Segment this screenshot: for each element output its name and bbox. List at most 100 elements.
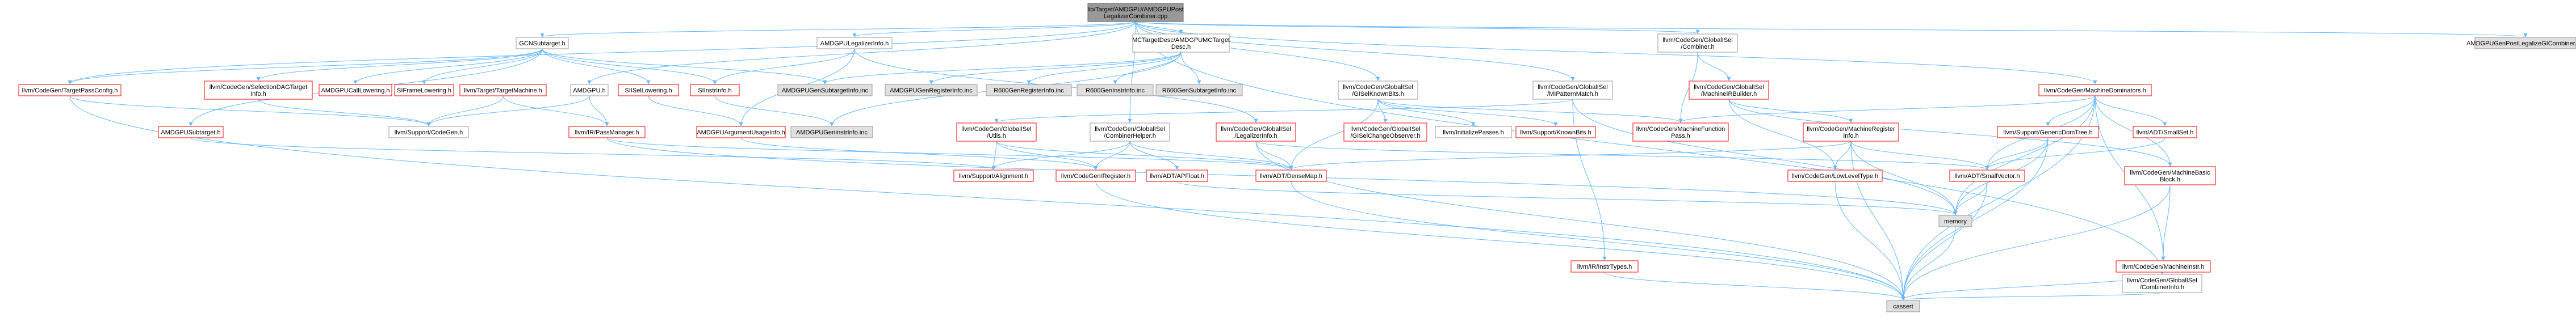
node-legalizer-info[interactable]: llvm/CodeGen/GlobalISel/LegalizerInfo.h <box>1216 122 1296 142</box>
node-codegen-register[interactable]: llvm/CodeGen/Register.h <box>1055 170 1136 182</box>
edge-legalizer_info-to-adt_densemap <box>1255 141 1293 170</box>
node-amdgpu-legalizerinfo[interactable]: AMDGPULegalizerInfo.h <box>816 37 893 49</box>
node-box <box>2133 126 2197 138</box>
node-r600-registerinfo[interactable]: R600GenRegisterInfo.inc <box>986 84 1072 96</box>
node-box <box>516 37 569 49</box>
node-box <box>319 84 392 96</box>
node-label: llvm/CodeGen/Register.h <box>1061 173 1130 180</box>
node-memory[interactable]: memory <box>1938 215 1972 227</box>
edge-gcn_subtarget-to-si_framelowering <box>422 48 543 84</box>
node-subtargetinfo-inc[interactable]: AMDGPUGenSubtargetInfo.inc <box>777 84 873 96</box>
edge-mipattern_match-to-globalisel_utils <box>994 99 1573 123</box>
node-mipattern-match[interactable]: llvm/CodeGen/GlobalISel/MIPatternMatch.h <box>1532 80 1613 100</box>
node-label: llvm/CodeGen/MachineRegister <box>1807 126 1895 133</box>
node-box <box>1997 126 2099 138</box>
node-argument-usageinfo[interactable]: AMDGPUArgumentUsageInfo.h <box>696 126 786 138</box>
node-label: R600GenRegisterInfo.inc <box>994 87 1064 94</box>
node-label: llvm/CodeGen/LowLevelType.h <box>1792 173 1878 180</box>
edge-combiner_info-to-cassert <box>1901 292 2163 300</box>
node-initialize-passes[interactable]: llvm/InitializePasses.h <box>1435 126 1512 138</box>
node-generic-domtree[interactable]: llvm/Support/GenericDomTree.h <box>1997 126 2099 138</box>
edge-machine_register_info-to-memory <box>1850 141 1958 215</box>
node-si-framelowering[interactable]: SIFrameLowering.h <box>394 84 454 96</box>
node-label: SIISelLowering.h <box>625 87 672 94</box>
edge-adt_smallset-to-adt_smallvector <box>1985 137 2165 170</box>
node-label: /MIPatternMatch.h <box>1547 91 1598 98</box>
node-adt-apfloat[interactable]: llvm/ADT/APFloat.h <box>1146 170 1208 182</box>
node-r600-subtargetinfo[interactable]: R600GenSubtargetInfo.inc <box>1155 84 1243 96</box>
node-globalisel-combiner[interactable]: llvm/CodeGen/GlobalISel/Combiner.h <box>1657 33 1738 53</box>
node-label: AMDGPUArgumentUsageInfo.h <box>697 129 785 136</box>
node-root: lib/Target/AMDGPU/AMDGPUPostLegalizerCom… <box>1087 3 1184 22</box>
node-cassert[interactable]: cassert <box>1886 300 1920 312</box>
edge-codegen_register-to-cassert <box>1095 181 1905 300</box>
node-gcn-subtarget[interactable]: GCNSubtarget.h <box>516 37 569 49</box>
node-registerinfo-inc[interactable]: AMDGPUGenRegisterInfo.inc <box>885 84 978 96</box>
node-box <box>1570 260 1639 273</box>
node-label: R600GenSubtargetInfo.inc <box>1162 87 1237 94</box>
node-label: llvm/CodeGen/MachineBasic <box>2130 170 2210 176</box>
node-box <box>570 84 609 96</box>
node-r600-instrinfo[interactable]: R600GenInstrInfo.inc <box>1077 84 1154 96</box>
node-ir-instrtypes[interactable]: llvm/IR/InstrTypes.h <box>1570 260 1639 273</box>
node-combiner-helper[interactable]: llvm/CodeGen/GlobalISel/CombinerHelper.h <box>1090 122 1170 142</box>
node-label: llvm/CodeGen/GlobalISel <box>1538 84 1608 91</box>
edge-mir_builder-to-machine_register_info <box>1728 99 1853 123</box>
edge-si_isellowering-to-argument_usageinfo <box>648 95 743 126</box>
node-si-instrinfo[interactable]: SIInstrInfo.h <box>690 84 740 96</box>
node-box <box>618 84 679 96</box>
node-machine-dominators[interactable]: llvm/CodeGen/MachineDominators.h <box>2038 84 2152 96</box>
node-globalisel-utils[interactable]: llvm/CodeGen/GlobalISel/Utils.h <box>956 122 1037 142</box>
node-gisel-change-observer[interactable]: llvm/CodeGen/GlobalISel/GISelChangeObser… <box>1343 122 1427 142</box>
node-amdgpu-subtarget[interactable]: AMDGPUSubtarget.h <box>158 126 224 138</box>
edge-root-to-amdgpu_legalizerinfo <box>852 21 1136 37</box>
edge-generic_domtree-to-adt_smallvector <box>1985 137 2049 170</box>
node-si-isellowering[interactable]: SIISelLowering.h <box>618 84 679 96</box>
edge-mctargetdesc-to-r600_subtargetinfo <box>1180 52 1201 84</box>
edge-mctargetdesc-to-r600_registerinfo <box>1027 52 1182 84</box>
node-box <box>2122 274 2202 293</box>
node-amdgpu-calllowering[interactable]: AMDGPUCallLowering.h <box>319 84 392 96</box>
node-combiner-info[interactable]: llvm/CodeGen/GlobalISel/CombinerInfo.h <box>2122 274 2202 293</box>
edge-generic_domtree-to-cassert <box>1901 137 2049 300</box>
node-amdgpu-h[interactable]: AMDGPU.h <box>570 84 609 96</box>
edge-adt_apfloat-to-memory <box>1176 181 1958 215</box>
edge-machine_dominators-to-generic_domtree <box>2046 95 2096 126</box>
node-target-passconfig[interactable]: llvm/CodeGen/TargetPassConfig.h <box>18 84 122 96</box>
node-layer: lib/Target/AMDGPU/AMDGPUPostLegalizerCom… <box>18 3 2576 312</box>
node-machine-instr[interactable]: llvm/CodeGen/MachineInstr.h <box>2116 260 2211 273</box>
edge-mctargetdesc-to-registerinfo_inc <box>929 52 1182 84</box>
node-adt-smallvector[interactable]: llvm/ADT/SmallVector.h <box>1949 170 2025 182</box>
node-low-level-type[interactable]: llvm/CodeGen/LowLevelType.h <box>1787 170 1883 182</box>
node-support-alignment[interactable]: llvm/Support/Alignment.h <box>953 170 1034 182</box>
node-mir-builder[interactable]: llvm/CodeGen/GlobalISel/MachineIRBuilder… <box>1689 80 1769 100</box>
edge-sdag_targetinfo-to-support_codegen <box>258 99 431 126</box>
node-box <box>1515 126 1596 138</box>
edge-adt_densemap-to-cassert <box>1291 181 1905 300</box>
node-label: llvm/CodeGen/GlobalISel <box>1694 84 1764 91</box>
node-ir-passmanager[interactable]: llvm/IR/PassManager.h <box>568 126 646 138</box>
edge-machine_register_info-to-adt_smallvector <box>1850 141 1989 170</box>
edge-target_passconfig-to-support_codegen <box>69 95 431 126</box>
edge-root-to-gisel_knownbits <box>1135 21 1380 81</box>
node-combiner-inc[interactable]: AMDGPUGenPostLegalizeGICombiner.inc <box>2466 37 2576 49</box>
node-target-machine[interactable]: llvm/Target/TargetMachine.h <box>459 84 547 96</box>
node-label: llvm/Support/GenericDomTree.h <box>2003 129 2092 136</box>
node-gisel-knownbits[interactable]: llvm/CodeGen/GlobalISel/GISelKnownBits.h <box>1338 80 1418 100</box>
edge-gcn_subtarget-to-si_isellowering <box>542 48 651 84</box>
edge-machine_basic_block-to-cassert <box>1901 184 2171 300</box>
edge-root-to-combiner_inc <box>1135 21 2527 37</box>
node-adt-densemap[interactable]: llvm/ADT/DenseMap.h <box>1255 170 1327 182</box>
node-label: llvm/CodeGen/GlobalISel <box>1350 126 1421 133</box>
node-support-knownbits[interactable]: llvm/Support/KnownBits.h <box>1515 126 1596 138</box>
node-support-codegen[interactable]: llvm/Support/CodeGen.h <box>388 126 469 138</box>
node-geninstrinfo-inc[interactable]: AMDGPUGenInstrInfo.inc <box>790 126 873 138</box>
node-adt-smallset[interactable]: llvm/ADT/SmallSet.h <box>2133 126 2197 138</box>
node-box <box>690 84 740 96</box>
node-box <box>2124 166 2216 185</box>
